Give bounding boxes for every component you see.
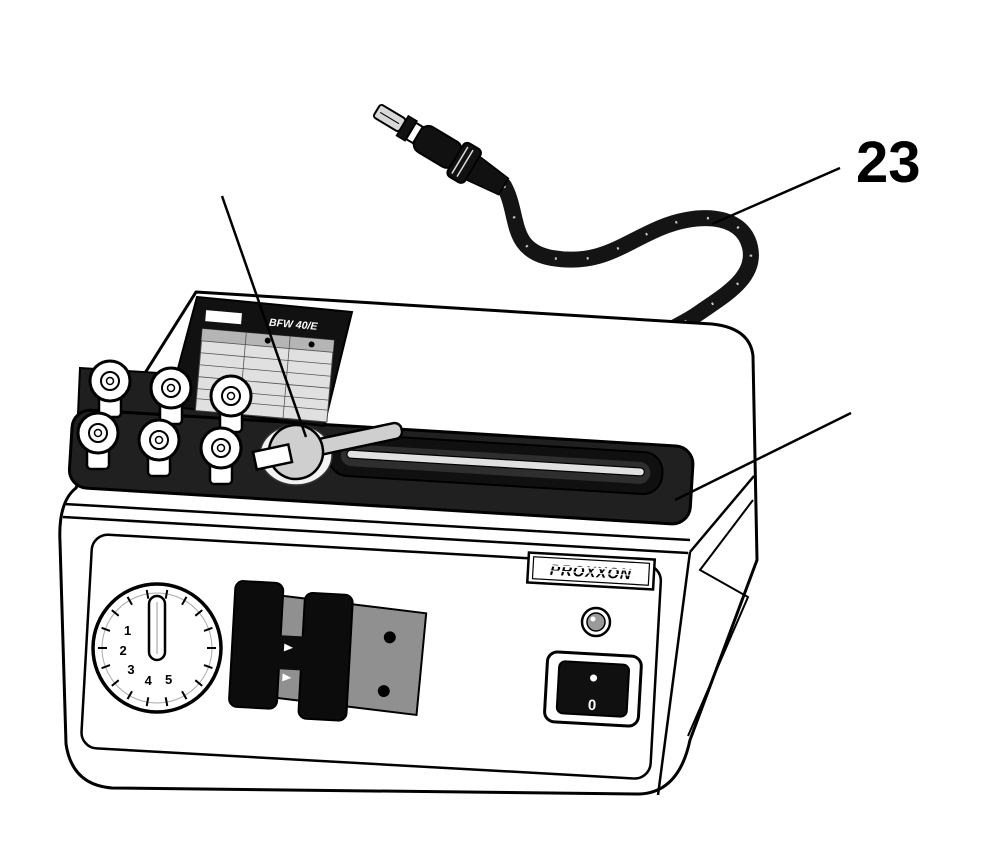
label-model-text: BFW 40/E [269, 317, 319, 333]
collet [199, 426, 243, 486]
switch-on-dot [590, 674, 598, 682]
dial-number-3: 3 [127, 662, 134, 677]
dial-number-1: 1 [124, 623, 131, 638]
bracket-hole [383, 631, 396, 644]
collet [88, 359, 132, 419]
leader-line-left [220, 195, 308, 438]
power-plug [372, 104, 510, 196]
collet [209, 374, 253, 434]
callout-23-label: 23 [856, 130, 921, 195]
spec-label: BFW 40/E [166, 295, 354, 428]
dial-tick-marks [98, 589, 216, 707]
brand-logo-plate: PROXXON [525, 551, 657, 591]
plug-strain-relief [464, 155, 510, 196]
bracket-right-bar [297, 591, 354, 722]
wrench [251, 421, 404, 481]
label-logo-box [205, 310, 243, 325]
rest-rod [346, 449, 645, 477]
mount-bracket [228, 580, 428, 722]
collet [137, 418, 181, 478]
leader-lines [220, 166, 852, 502]
dial-number-2: 2 [119, 643, 126, 658]
indicator-led [580, 606, 612, 638]
power-switch: 0 [543, 650, 643, 728]
body-edge-lines [62, 475, 755, 796]
collet [149, 366, 193, 426]
bracket-arrow-mark [283, 643, 294, 652]
collet-set [76, 359, 253, 486]
bracket-cross-bar [274, 635, 307, 671]
speed-dial: 1 2 3 4 5 [91, 582, 223, 714]
dial-number-5: 5 [165, 672, 172, 687]
leader-line-right [674, 411, 852, 502]
switch-off-label: 0 [587, 697, 596, 714]
wrench-jaw-opening [251, 442, 294, 472]
leader-line-23 [711, 166, 841, 226]
bracket-arrow-mark [282, 673, 292, 682]
handpiece-rest-bar [327, 433, 664, 496]
collet [76, 411, 120, 471]
dial-number-4: 4 [145, 673, 153, 688]
power-cord [496, 178, 759, 342]
bracket-hole [377, 685, 390, 698]
switch-rocker [555, 660, 631, 718]
bracket-left-bar [228, 580, 285, 710]
